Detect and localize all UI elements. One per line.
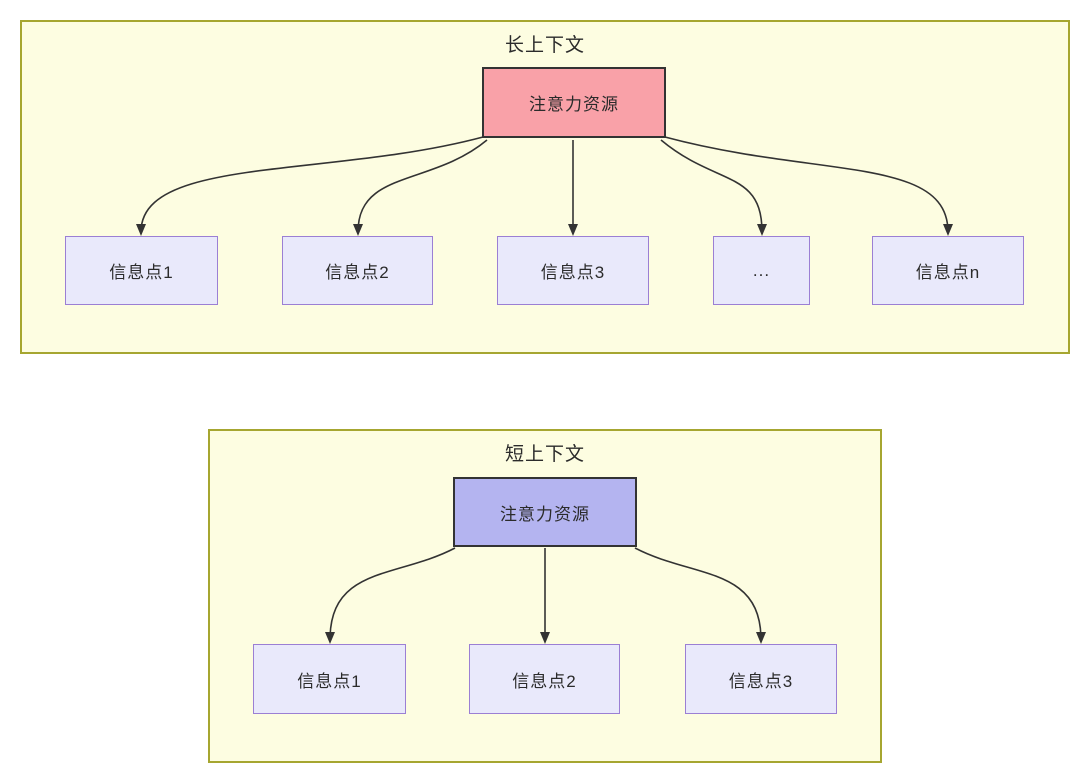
long-info-point-1-node: 信息点1: [65, 236, 218, 305]
short-attention-resource-node: 注意力资源: [453, 477, 637, 547]
long-info-point-ellipsis-node: ...: [713, 236, 810, 305]
short-info-point-2-node: 信息点2: [469, 644, 620, 714]
short-info-point-1-node: 信息点1: [253, 644, 406, 714]
long-attention-resource-node: 注意力资源: [482, 67, 666, 138]
long-info-point-2-node: 信息点2: [282, 236, 433, 305]
long-info-point-3-node: 信息点3: [497, 236, 649, 305]
short-context-title: 短上下文: [504, 444, 585, 465]
long-context-title: 长上下文: [504, 35, 585, 56]
long-info-point-n-node: 信息点n: [872, 236, 1024, 305]
short-info-point-3-node: 信息点3: [685, 644, 837, 714]
